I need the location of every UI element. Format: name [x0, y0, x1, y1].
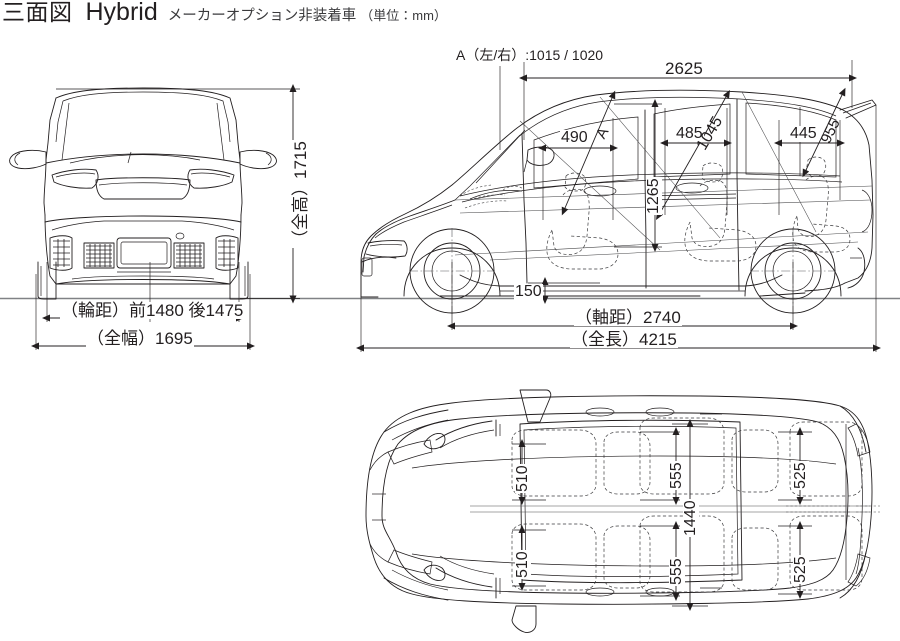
dim-side-150: 150	[514, 283, 543, 300]
dim-top-1440: 1440	[682, 499, 699, 537]
title-subtitle: メーカーオプション非装着車	[167, 8, 357, 24]
dim-top-510-rear: 510	[514, 550, 531, 579]
dim-side-2625: 2625	[664, 59, 704, 78]
top-view-dimensions	[512, 419, 812, 611]
top-view-vehicle	[365, 389, 880, 633]
model-name: Hybrid	[85, 0, 158, 26]
dim-top-555-rear: 555	[668, 557, 685, 586]
dim-side-485: 485	[675, 125, 704, 142]
front-view-vehicle	[9, 87, 277, 300]
side-view-dimensions	[356, 60, 881, 352]
dim-side-445: 445	[789, 125, 818, 142]
dim-side-wheelbase: （軸距）2740	[574, 308, 682, 327]
dim-side-overall-length: （全長）4215	[570, 330, 678, 349]
dim-front-overall-height: （全高）1715	[291, 140, 310, 248]
page-title: 三面図	[2, 0, 73, 25]
dim-top-525-rear: 525	[792, 555, 809, 584]
dim-top-525-front: 525	[792, 461, 809, 490]
side-view-vehicle	[360, 89, 877, 314]
dim-side-1265: 1265	[645, 177, 662, 215]
dim-top-555-front: 555	[668, 461, 685, 490]
page-header: 三面図 Hybrid メーカーオプション非装着車 （単位：mm）	[0, 0, 900, 34]
dim-side-490: 490	[560, 129, 589, 146]
unit-note: （単位：mm）	[360, 8, 447, 23]
dim-front-tread: （輪距）前1480 後1475	[60, 301, 245, 320]
dim-front-overall-width: （全幅）1695	[86, 329, 194, 348]
dim-top-510-front: 510	[514, 464, 531, 493]
dim-side-a-note: A（左/右）:1015 / 1020	[455, 47, 605, 63]
